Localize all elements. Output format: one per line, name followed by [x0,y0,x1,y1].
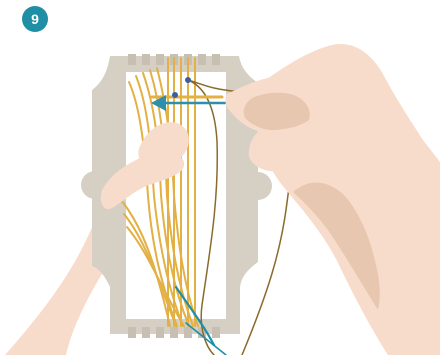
thread-knot-dot [172,92,178,98]
step-number-badge: 9 [22,6,48,32]
loom-knob [244,172,272,200]
thread-knot-dot [185,77,191,83]
right-hand-shadow [244,93,310,131]
